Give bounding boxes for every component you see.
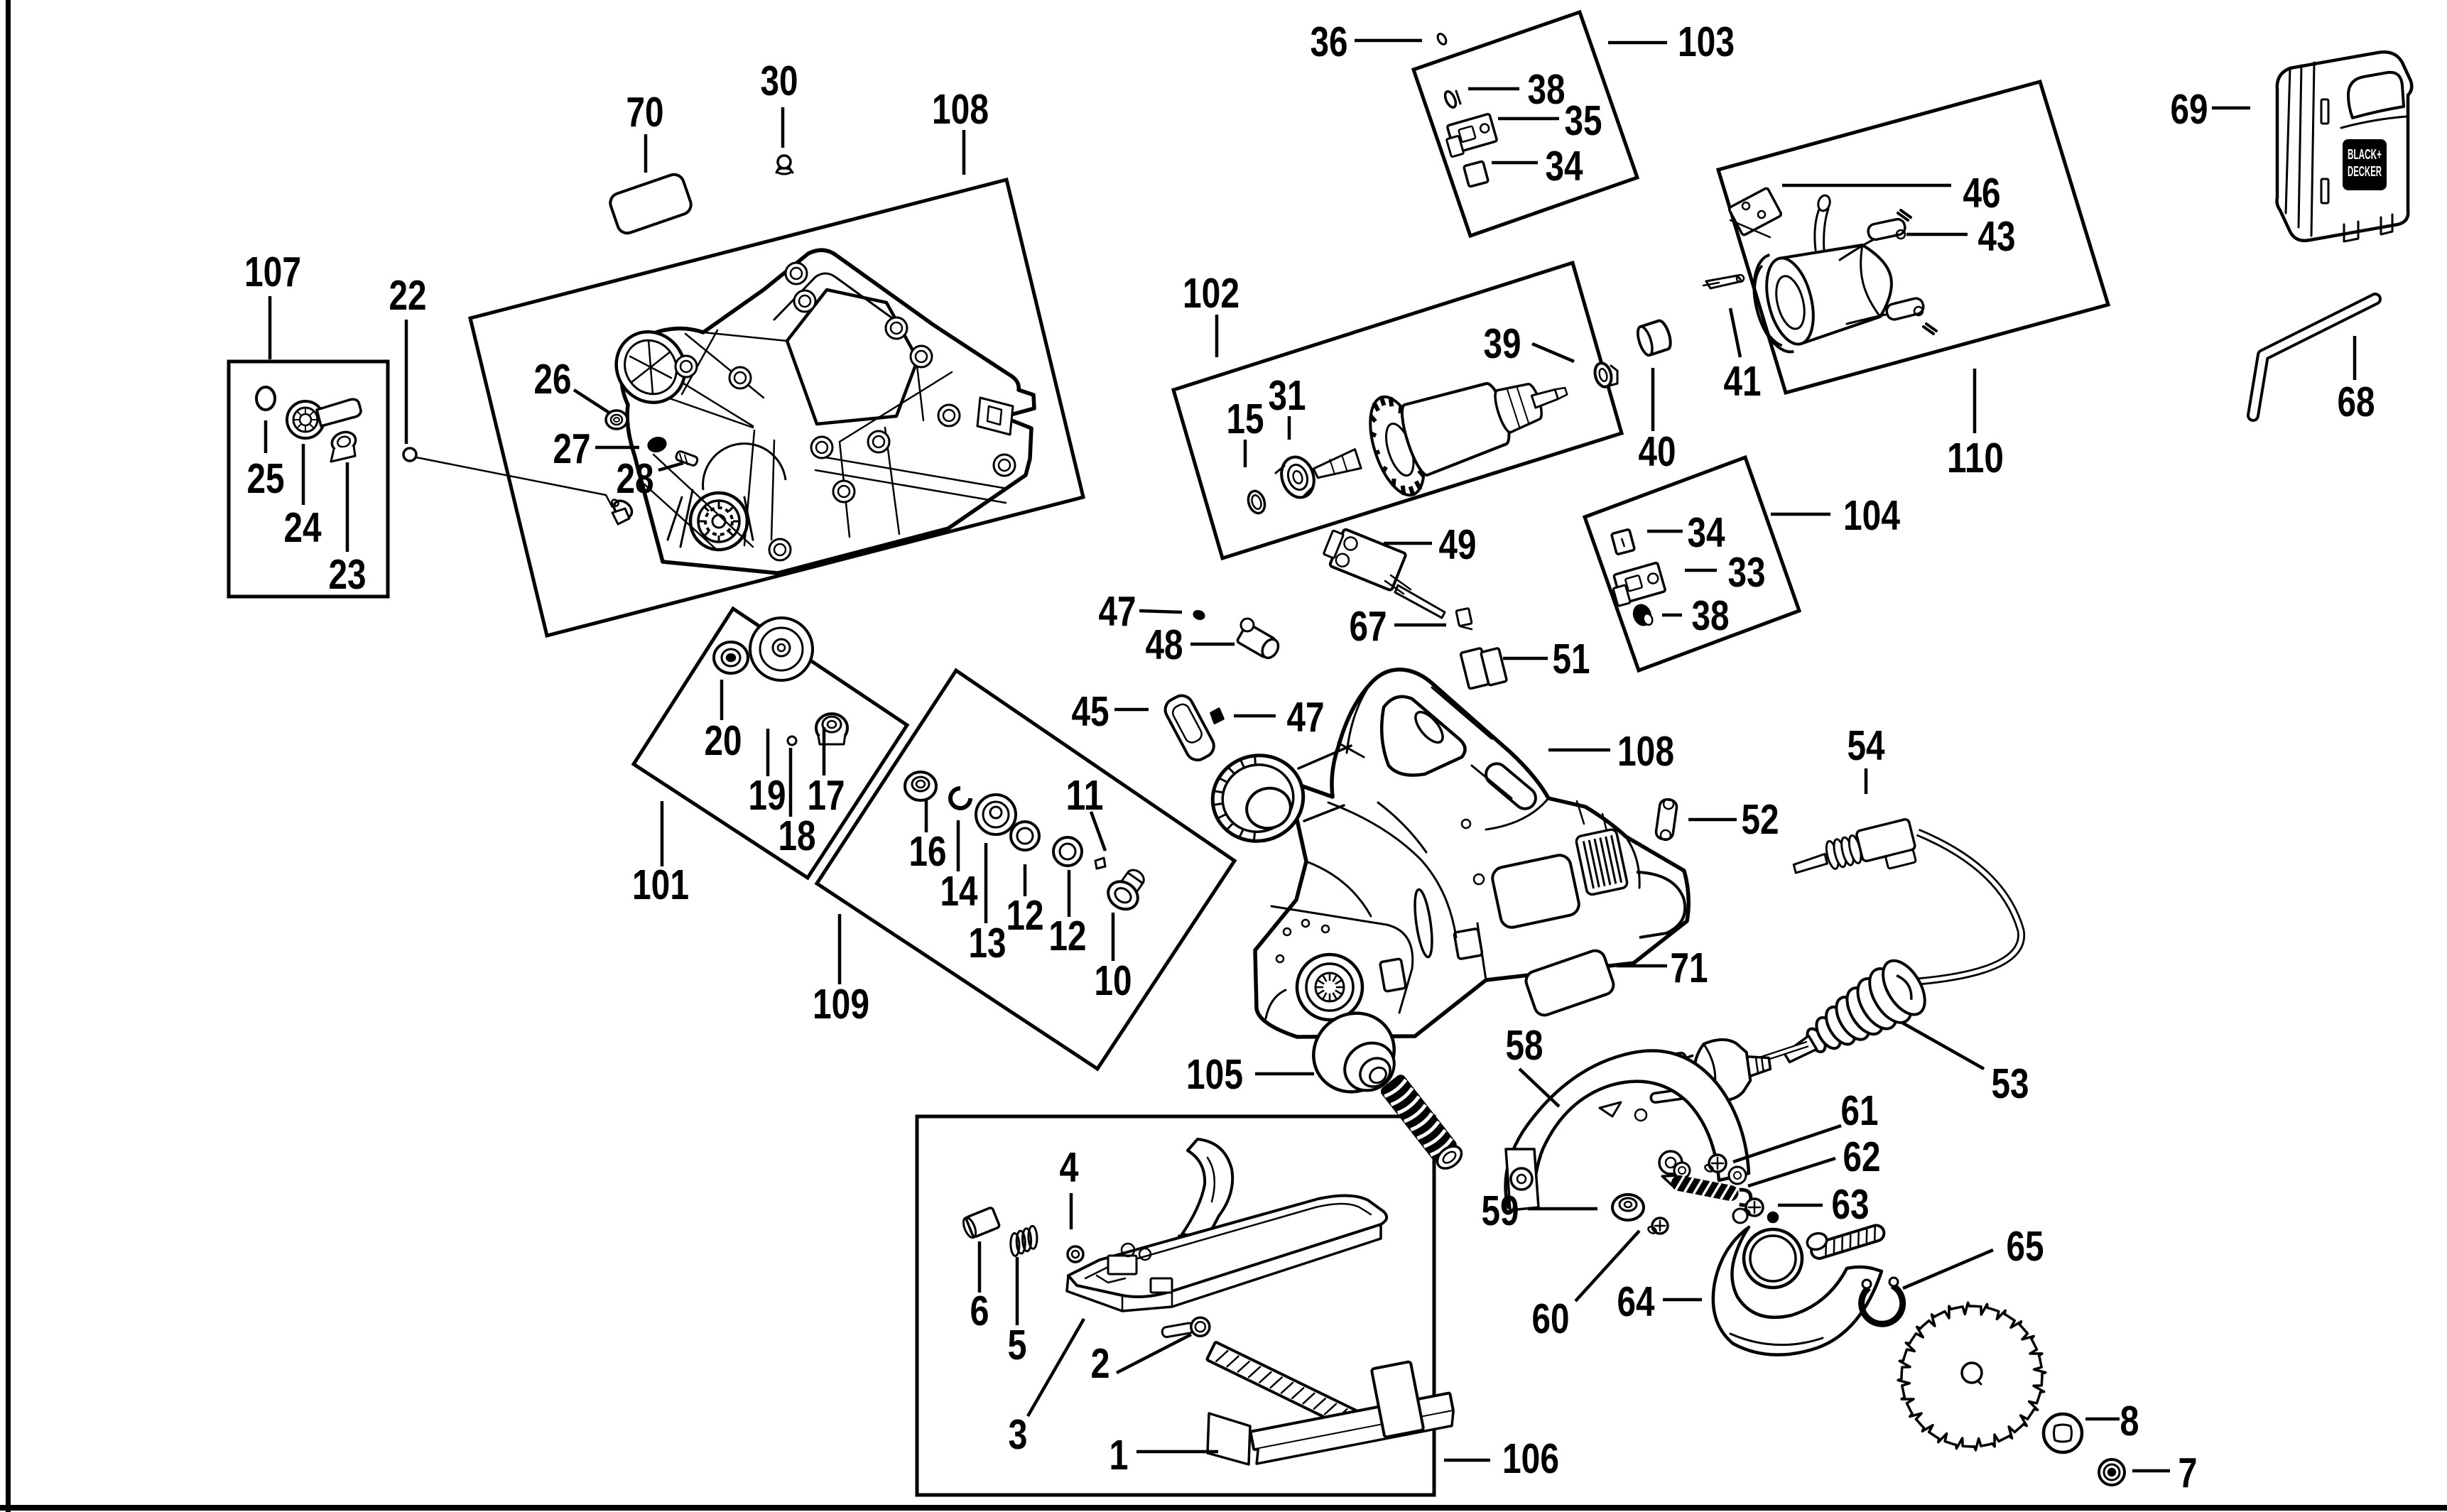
svg-text:23: 23 [329,551,367,598]
svg-text:18: 18 [778,812,816,859]
svg-text:109: 109 [813,981,869,1028]
svg-text:6: 6 [970,1288,989,1334]
svg-text:20: 20 [705,717,742,764]
svg-text:64: 64 [1617,1278,1655,1325]
svg-text:61: 61 [1841,1087,1879,1134]
svg-text:22: 22 [389,272,427,319]
svg-text:104: 104 [1843,492,1900,539]
svg-text:12: 12 [1007,892,1044,939]
svg-text:71: 71 [1671,945,1708,991]
svg-text:54: 54 [1848,722,1885,769]
svg-text:7: 7 [2179,1450,2198,1496]
svg-text:105: 105 [1186,1051,1243,1098]
svg-text:68: 68 [2338,379,2375,425]
svg-text:51: 51 [1553,636,1590,682]
svg-text:52: 52 [1742,796,1779,843]
svg-text:63: 63 [1832,1181,1870,1228]
svg-text:16: 16 [909,828,947,875]
svg-text:47: 47 [1287,694,1325,741]
svg-text:26: 26 [534,356,572,403]
svg-text:2: 2 [1091,1340,1110,1387]
svg-text:38: 38 [1528,66,1566,113]
svg-text:8: 8 [2120,1398,2139,1445]
svg-text:47: 47 [1099,588,1136,635]
svg-text:67: 67 [1350,603,1387,650]
svg-text:101: 101 [632,861,689,908]
svg-text:49: 49 [1439,521,1477,568]
svg-text:41: 41 [1724,358,1762,405]
svg-text:106: 106 [1502,1435,1559,1482]
svg-text:108: 108 [1617,728,1674,775]
svg-text:107: 107 [244,249,301,295]
svg-text:43: 43 [1978,213,2016,260]
svg-text:31: 31 [1269,372,1306,419]
svg-text:15: 15 [1227,396,1264,442]
svg-text:25: 25 [247,455,285,502]
svg-text:53: 53 [1992,1060,2029,1107]
svg-text:69: 69 [2171,86,2208,133]
svg-text:34: 34 [1546,143,1583,190]
svg-text:45: 45 [1072,688,1109,735]
svg-text:30: 30 [761,58,798,104]
svg-text:38: 38 [1692,592,1730,639]
svg-text:48: 48 [1146,621,1183,668]
svg-text:58: 58 [1506,1022,1543,1069]
svg-text:46: 46 [1963,170,2001,217]
svg-text:103: 103 [1678,18,1735,65]
svg-text:110: 110 [1947,435,2004,482]
svg-text:13: 13 [969,920,1007,967]
svg-text:DECKER: DECKER [2348,164,2382,180]
svg-text:12: 12 [1049,913,1087,959]
svg-text:62: 62 [1843,1133,1881,1180]
svg-text:65: 65 [2007,1223,2044,1270]
svg-text:34: 34 [1688,509,1725,556]
svg-text:27: 27 [553,425,591,472]
svg-text:35: 35 [1565,97,1602,144]
svg-text:24: 24 [284,504,322,551]
svg-text:BLACK+: BLACK+ [2348,147,2382,163]
svg-text:4: 4 [1060,1144,1079,1191]
svg-text:14: 14 [940,868,978,915]
svg-text:1: 1 [1109,1432,1129,1479]
svg-text:3: 3 [1009,1411,1028,1458]
svg-text:17: 17 [808,772,845,819]
svg-text:28: 28 [617,455,654,502]
svg-text:10: 10 [1095,957,1132,1004]
svg-text:33: 33 [1728,549,1766,596]
svg-text:39: 39 [1484,320,1521,367]
svg-text:59: 59 [1482,1187,1519,1234]
svg-text:108: 108 [932,86,989,133]
svg-text:11: 11 [1066,772,1104,819]
svg-text:36: 36 [1311,18,1348,65]
svg-text:19: 19 [749,772,786,819]
svg-text:70: 70 [626,89,664,136]
svg-text:60: 60 [1532,1295,1570,1342]
svg-text:102: 102 [1183,270,1239,317]
svg-text:40: 40 [1639,428,1676,475]
svg-text:5: 5 [1008,1322,1027,1369]
